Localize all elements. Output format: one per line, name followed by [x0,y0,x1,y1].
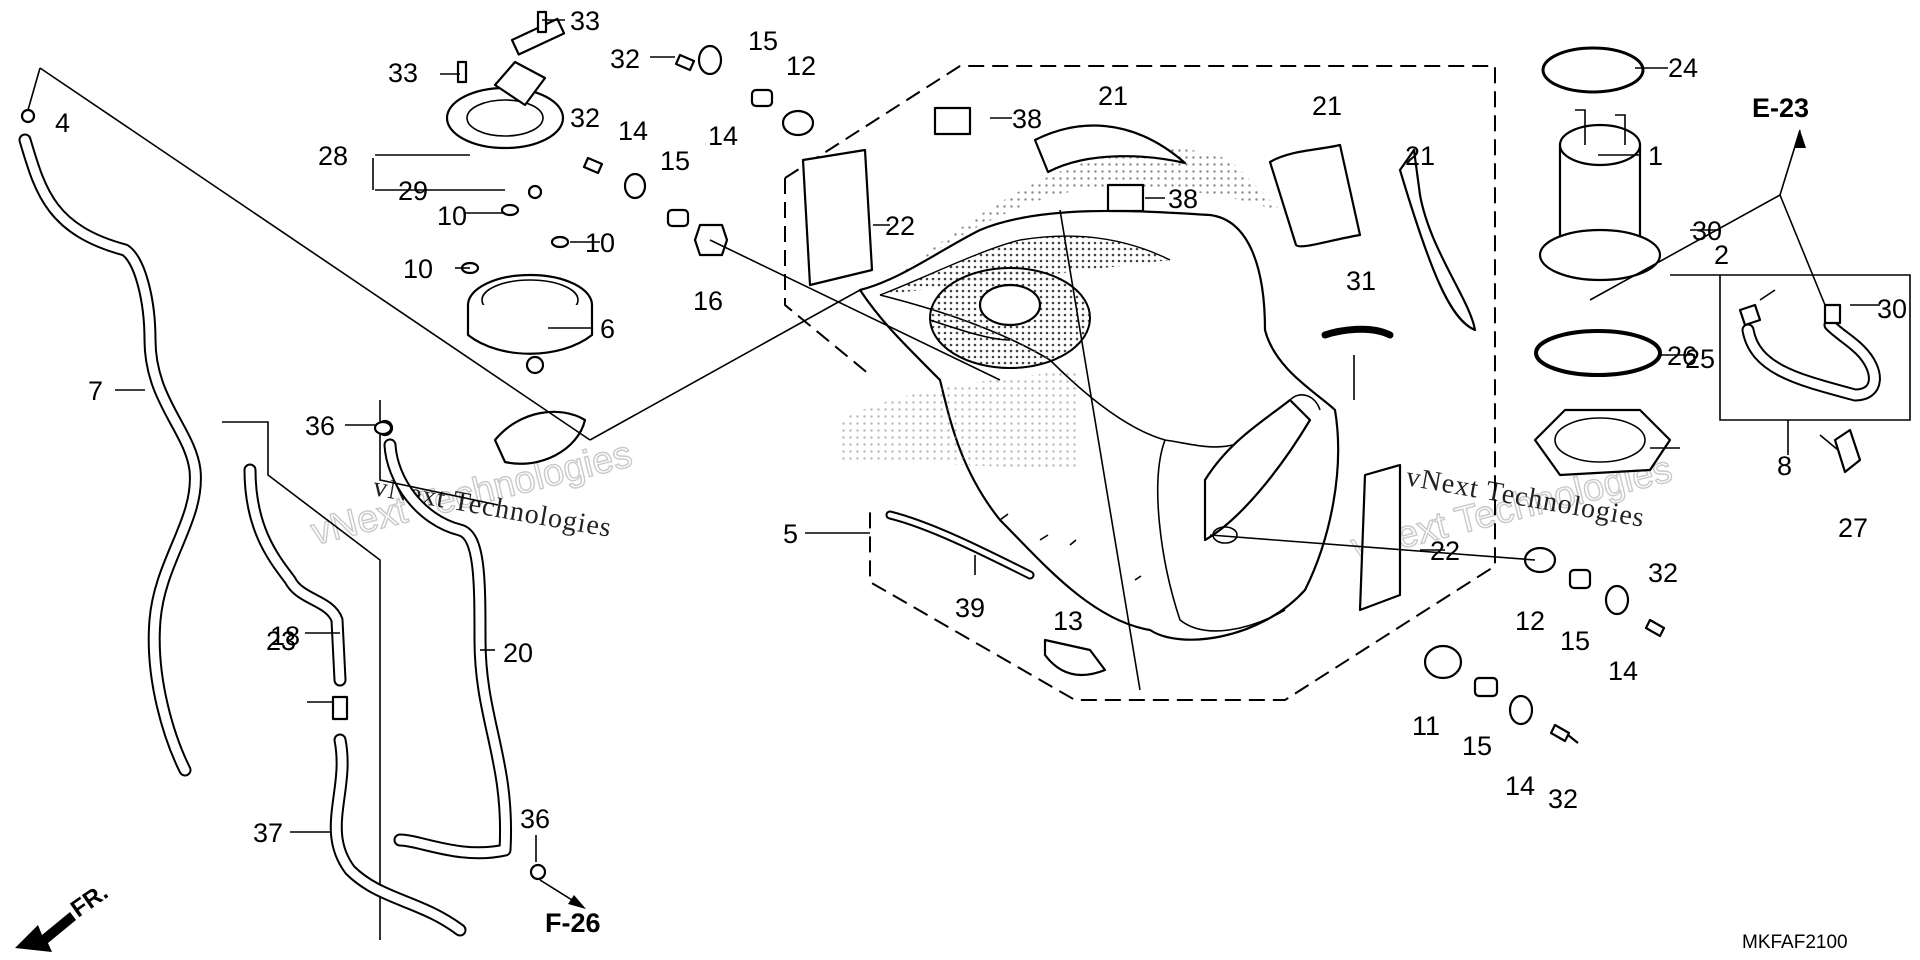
callout: 10 [437,201,467,231]
callout: 21 [1405,141,1435,171]
callout: 14 [1608,656,1638,686]
fuel-tank [858,148,1340,641]
tank-pads [801,106,1477,677]
callout: 5 [783,519,798,549]
callout: 12 [1515,606,1545,636]
callout: 15 [1560,626,1590,656]
callout: 1 [1648,141,1663,171]
callout: 33 [388,58,418,88]
callout: 39 [955,593,985,623]
diagram-code: MKFAF2100 [1742,932,1848,953]
ref-f26: F-26 [545,908,601,938]
callout: 15 [1462,731,1492,761]
ref-e23: E-23 [1752,93,1809,123]
callout: 2 [1714,240,1729,270]
callout: 28 [318,141,348,171]
callout: 13 [1053,606,1083,636]
callout: 25 [1685,344,1715,374]
callout: 18 [270,621,300,651]
callout: 10 [585,228,615,258]
callouts: 1 2 4 5 6 7 8 10 10 10 11 12 12 13 14 14… [55,6,1907,848]
callout: 8 [1777,451,1792,481]
callout: 14 [708,121,738,151]
callout: 20 [503,638,533,668]
callout: 6 [600,314,615,344]
callout: 16 [693,286,723,316]
callout: 14 [618,116,648,146]
callout: 11 [1412,711,1440,741]
fuel-pump-assembly [1533,46,1672,477]
mounting-hardware [373,10,1666,744]
callout: 12 [786,51,816,81]
callout: 27 [1838,513,1868,543]
callout: 32 [1548,784,1578,814]
tank-group-outline [784,65,1496,701]
callout: 21 [1098,81,1128,111]
callout: 26 [1667,341,1697,371]
fuel-cap-assembly [445,17,594,465]
callout: 38 [1168,184,1198,214]
callout: 23 [266,626,296,656]
dot-field [840,370,1080,470]
callout: 10 [403,254,433,284]
callout: 4 [55,108,70,138]
callout: 22 [885,211,915,241]
callout: 30 [1692,216,1722,246]
callout: 21 [1312,91,1342,121]
callout-leaders [115,19,1880,862]
callout: 37 [253,818,283,848]
callout: 7 [88,376,103,406]
fuel-line-assembly [1589,129,1911,474]
callout: 29 [398,176,428,206]
callout: 38 [1012,104,1042,134]
callout: 31 [1346,266,1376,296]
callout: 24 [1668,53,1698,83]
callout: 15 [660,146,690,176]
callout: 32 [570,103,600,133]
callout: 36 [520,804,550,834]
callout: 36 [305,411,335,441]
callout: 32 [1648,558,1678,588]
callout: 33 [570,6,600,36]
callout: 30 [1877,294,1907,324]
front-arrow-icon: FR. [15,879,113,952]
callout: 22 [1430,536,1460,566]
callout: 15 [748,26,778,56]
callout: 14 [1505,771,1535,801]
breather-hose [18,67,591,777]
callout: 32 [610,44,640,74]
